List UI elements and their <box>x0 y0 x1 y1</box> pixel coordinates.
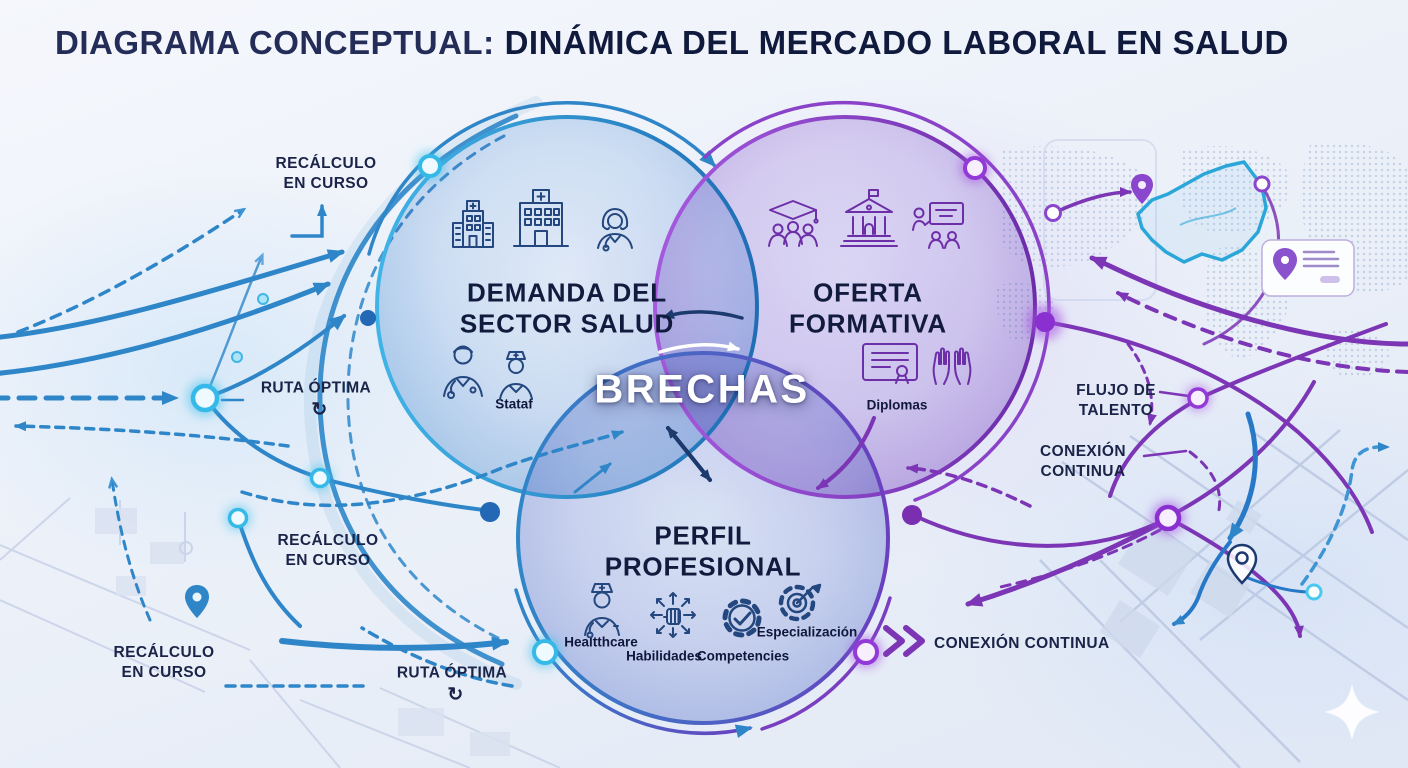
country-outline <box>1136 160 1268 264</box>
label-conexion-continua-right: CONEXIÓN CONTINUA <box>1040 442 1126 480</box>
label-recalculo-bottom: RECÁLCULO EN CURSO <box>113 643 215 681</box>
raised-hands-icon <box>928 338 976 386</box>
classroom-icon <box>908 200 966 250</box>
location-card <box>1261 239 1355 297</box>
medic-avatar-icon <box>590 202 640 252</box>
map-pin-outline <box>1226 543 1258 585</box>
specialization-target-icon <box>772 576 824 628</box>
graduates-icon <box>760 198 826 252</box>
map-pin-purple <box>1131 174 1153 204</box>
refresh-icon: ↻ <box>311 399 328 421</box>
oferta-title: OFERTA FORMATIVA <box>789 277 947 338</box>
page-title-main: DINÁMICA DEL MERCADO LABORAL EN SALUD <box>504 24 1289 61</box>
label-ruta-optima-bottom: RUTA ÓPTIMA↻ <box>397 664 507 709</box>
label-ruta-optima-mid: RUTA ÓPTIMA↻ <box>261 379 371 424</box>
caption-stataf: Stataf <box>495 396 533 412</box>
label-recalculo-top: RECÁLCULO EN CURSO <box>275 154 377 192</box>
caption-competencies: Competencies <box>696 648 790 664</box>
competency-gear-icon <box>716 592 768 644</box>
center-arrows <box>240 309 1032 508</box>
caption-especializacion: Especialización <box>756 624 858 640</box>
doctor-icon <box>436 340 490 400</box>
skills-fist-icon <box>646 588 700 642</box>
brechas-label: BRECHAS <box>594 367 810 412</box>
label-flujo-talento: FLUJO DE TALENTO <box>1076 381 1156 419</box>
caption-healthcare: Healtthcare <box>564 634 638 650</box>
nurse-icon <box>494 348 538 402</box>
refresh-icon: ↻ <box>447 684 464 706</box>
demanda-title: DEMANDA DEL SECTOR SALUD <box>459 277 675 338</box>
diploma-icon <box>860 340 920 388</box>
sparkle-icon <box>1324 684 1380 740</box>
hospital-large-icon <box>508 188 574 252</box>
label-conexion-continua-bottom: CONEXIÓN CONTINUA <box>934 635 1110 652</box>
venn-outer-arcs <box>367 100 1051 739</box>
chevrons-icon <box>883 625 925 657</box>
caption-diplomas: Diplomas <box>866 397 928 413</box>
map-pin-blue <box>185 585 209 618</box>
city-map-left <box>0 497 561 768</box>
label-recalculo-mid: RECÁLCULO EN CURSO <box>277 531 379 569</box>
page-title: DIAGRAMA CONCEPTUAL:DINÁMICA DEL MERCADO… <box>55 24 1289 62</box>
perfil-title: PERFIL PROFESIONAL <box>604 520 802 581</box>
city-map-right <box>1039 428 1408 768</box>
right-blue-routes <box>1172 411 1390 626</box>
university-icon <box>836 188 902 250</box>
caption-habilidades: Habilidades <box>626 648 702 664</box>
nurse-profile-icon <box>576 580 628 638</box>
network-nodes <box>187 151 1323 668</box>
hospital-small-icon <box>448 198 498 252</box>
page-title-prefix: DIAGRAMA CONCEPTUAL: <box>55 24 495 61</box>
